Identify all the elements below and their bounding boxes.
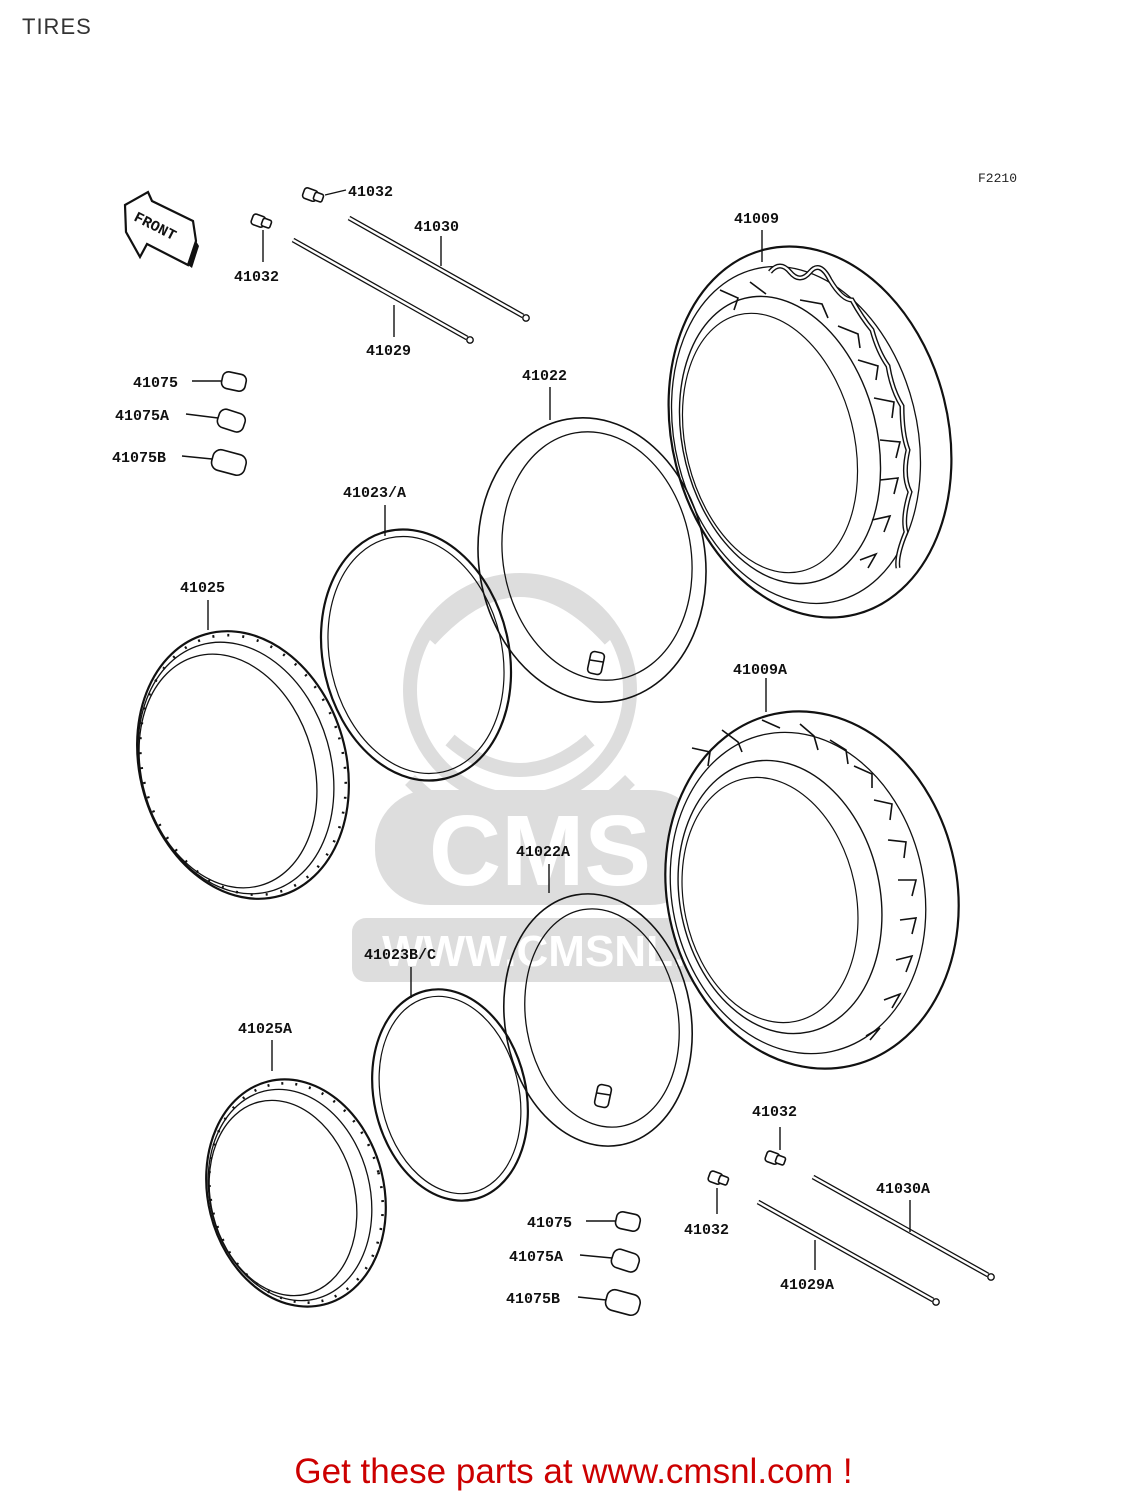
label-41032-bottom-left: 41032 — [684, 1222, 729, 1239]
balance-weight-41075A-bottom — [579, 1248, 641, 1273]
watermark-logo-box: CMS — [375, 790, 705, 907]
label-41025: 41025 — [180, 580, 225, 597]
rim-band-41023A — [319, 505, 513, 782]
label-41009: 41009 — [734, 211, 779, 228]
label-41032-top-left: 41032 — [234, 269, 279, 286]
spoke-41029 — [291, 237, 474, 344]
balance-weight-41075B-bottom — [577, 1288, 642, 1317]
inner-tube-41022 — [477, 387, 707, 703]
label-41075-top: 41075 — [133, 375, 178, 392]
label-41030A: 41030A — [876, 1181, 930, 1198]
balance-weight-41075A-top — [185, 408, 247, 433]
label-41075A-bottom: 41075A — [509, 1249, 563, 1266]
label-41022: 41022 — [522, 368, 567, 385]
watermark-mascot-icon — [403, 573, 637, 842]
balance-weight-41075-bottom — [586, 1210, 642, 1232]
label-41022A: 41022A — [516, 844, 570, 861]
footer-promo-text: Get these parts at www.cmsnl.com ! — [294, 1452, 853, 1491]
label-41075B-top: 41075B — [112, 450, 166, 467]
valve-cap-41032-bottom-left — [707, 1170, 730, 1214]
label-41075A-top: 41075A — [115, 408, 169, 425]
label-41009A: 41009A — [733, 662, 787, 679]
spoke-41029A — [756, 1199, 940, 1306]
valve-cap-41032-bottom-right — [764, 1127, 787, 1166]
label-41075-bottom: 41075 — [527, 1215, 572, 1232]
figure-code: F2210 — [978, 171, 1018, 186]
spoke-41030 — [347, 215, 530, 322]
rim-41025 — [136, 600, 350, 900]
watermark-logo-text: CMS — [429, 795, 651, 907]
label-41032-bottom-right: 41032 — [752, 1104, 797, 1121]
front-arrow: FRONT — [123, 190, 199, 268]
valve-cap-41032-top-right — [301, 187, 347, 203]
spoke-41030A — [811, 1174, 995, 1281]
label-41075B-bottom: 41075B — [506, 1291, 560, 1308]
tire-41009A — [664, 678, 960, 1070]
label-41025A: 41025A — [238, 1021, 292, 1038]
page-title: TIRES — [22, 14, 92, 39]
label-41029: 41029 — [366, 343, 411, 360]
label-41029A: 41029A — [780, 1277, 834, 1294]
label-41023A: 41023/A — [343, 485, 406, 502]
tire-41009 — [667, 230, 953, 619]
label-41032-top-right: 41032 — [348, 184, 393, 201]
rim-41025A — [205, 1040, 387, 1308]
label-41030: 41030 — [414, 219, 459, 236]
tube-valve-41022 — [586, 650, 606, 676]
label-41023BC: 41023B/C — [364, 947, 436, 964]
tube-valve-41022A — [593, 1083, 613, 1109]
valve-cap-41032-top-left — [250, 213, 273, 262]
rim-band-41023BC — [371, 967, 529, 1202]
balance-weight-41075B-top — [181, 448, 248, 477]
balance-weight-41075-top — [192, 370, 248, 392]
